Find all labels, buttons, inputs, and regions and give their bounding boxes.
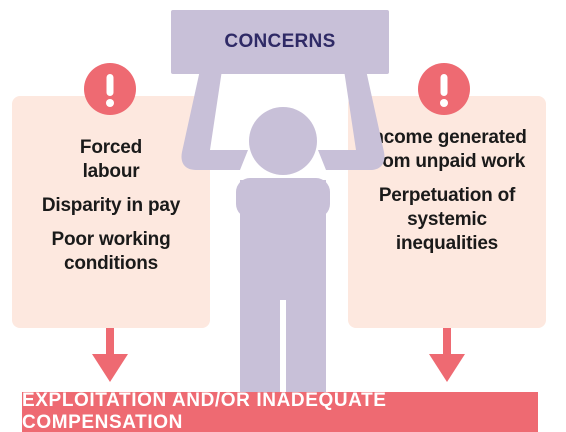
right-arm xyxy=(318,70,385,170)
left-concerns-list: Forced labour Disparity in pay Poor work… xyxy=(12,136,210,286)
left-arm xyxy=(181,70,248,170)
right-concerns-list: Income generated from unpaid work Perpet… xyxy=(348,126,546,266)
person-figure xyxy=(181,70,385,402)
left-concerns-panel: Forced labour Disparity in pay Poor work… xyxy=(12,96,210,328)
exclamation-glyph xyxy=(440,74,448,107)
head xyxy=(249,107,317,175)
exclamation-glyph xyxy=(106,74,114,107)
right-concerns-panel: Income generated from unpaid work Perpet… xyxy=(348,96,546,328)
shoulders xyxy=(236,178,330,218)
concerns-sign: CONCERNS xyxy=(171,10,389,74)
left-leg xyxy=(240,290,280,402)
concern-item: Poor working conditions xyxy=(51,229,171,274)
arrow-down-icon xyxy=(92,328,128,382)
exclamation-icon xyxy=(84,63,136,115)
concern-item: Disparity in pay xyxy=(41,195,181,216)
outcome-bar: EXPLOITATION AND/OR INADEQUATE COMPENSAT… xyxy=(22,390,538,432)
sign-title: CONCERNS xyxy=(224,31,336,52)
arrow-down-icon xyxy=(429,328,465,382)
concern-item: Income generated from unpaid work xyxy=(367,127,527,172)
right-leg xyxy=(286,290,326,402)
concern-item: Forced labour xyxy=(79,137,143,182)
exclamation-icon xyxy=(418,63,470,115)
concern-item: Perpetuation of systemic inequalities xyxy=(378,185,516,254)
outcome-label: EXPLOITATION AND/OR INADEQUATE COMPENSAT… xyxy=(22,390,387,432)
